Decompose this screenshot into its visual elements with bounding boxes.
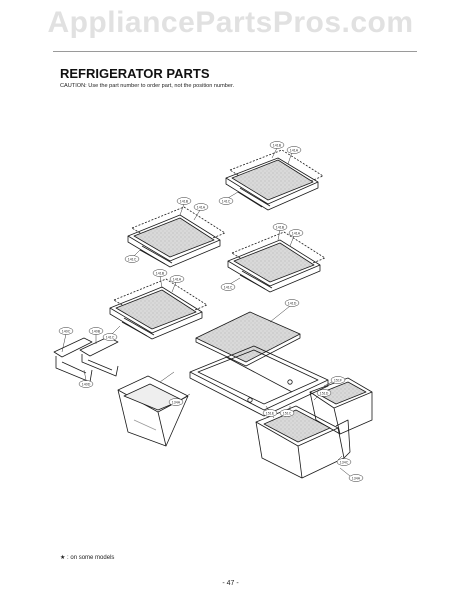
callout-label: 140D [82,382,91,386]
callout-label: 141C [222,199,231,203]
callout-label: 141A [173,277,182,281]
callout-label: 151D [320,391,329,395]
callout-label: 141A [292,231,301,235]
callout-label: 134A [172,400,181,404]
callout-label: 151C [283,411,292,415]
footnote: ★ : on some models [60,555,115,561]
callout-label: 141B [156,271,165,275]
callout-label: 151F [334,378,343,382]
callout-label: 134A [352,476,361,480]
crisper-cover-frame [189,345,329,417]
crisper-drawer-left [117,375,189,447]
watermark-logo: AppliancePartsPros.com [47,6,414,39]
callout-labels: 141B 141A 141C 141B 141A 141C 141B 141A … [58,141,364,482]
page-number: - 47 - [222,580,239,587]
page-title: REFRIGERATOR PARTS [60,66,210,81]
crisper-cover-glass [195,311,301,367]
callout-label: 141A [290,148,299,152]
shelf-lower-left [109,278,208,340]
callout-label: 140B [92,329,101,333]
header-rule [53,51,417,52]
callout-label: 141B [273,143,282,147]
callout-label: 141A [197,205,206,209]
callout-label: 151E [266,411,275,415]
callout-label: 141C [106,335,115,339]
rail-brackets [53,336,119,383]
shelf-top-right [225,149,324,211]
crisper-drawer-right-rear [309,377,373,435]
callout-label: 141B [276,225,285,229]
shelf-middle-left [127,206,226,268]
callout-label: 141C [224,285,233,289]
callout-label: 141D [288,301,297,305]
callout-label: 141C [128,257,137,261]
callout-label: 134C [340,460,349,464]
callout-label: 140C [62,329,71,333]
callout-label: 141B [180,199,189,203]
shelf-middle-right [227,231,326,293]
caution-text: CAUTION: Use the part number to order pa… [60,83,235,89]
